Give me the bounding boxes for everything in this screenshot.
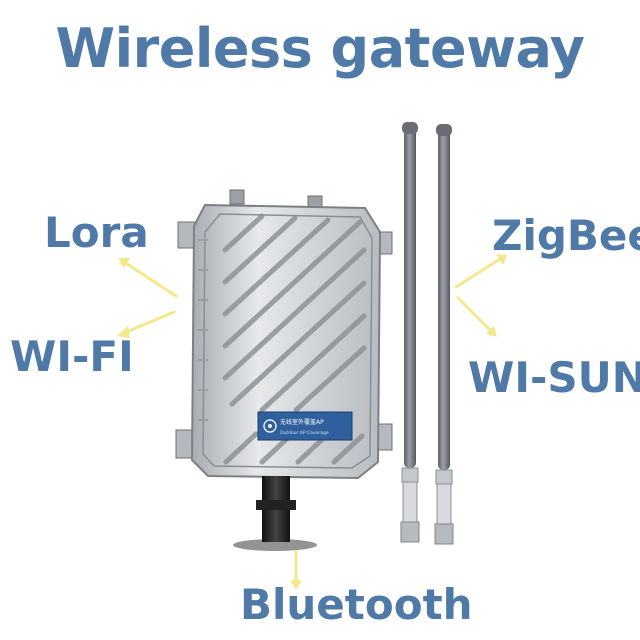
page-title: Wireless gateway bbox=[55, 17, 585, 80]
cable-gland bbox=[233, 476, 317, 551]
label-wisun: WI-SUN bbox=[468, 353, 640, 402]
plate-title: 无线室外覆盖AP bbox=[280, 418, 324, 426]
arrow-to-lora bbox=[118, 258, 178, 298]
label-zigbee: ZigBee bbox=[492, 211, 640, 260]
arrow-to-wifi bbox=[117, 310, 176, 338]
plate-subtitle: Outdoor AP Coverage bbox=[280, 430, 329, 436]
device-nameplate: 无线室外覆盖AP Outdoor AP Coverage bbox=[257, 411, 353, 441]
antenna-left bbox=[400, 122, 420, 543]
arrow-to-zigbee bbox=[454, 254, 507, 289]
antenna-right bbox=[434, 124, 454, 545]
wifi-signal-icon bbox=[263, 419, 277, 433]
arrow-to-bluetooth bbox=[290, 550, 302, 590]
label-wifi: WI-FI bbox=[10, 332, 134, 381]
arrow-to-wisun bbox=[456, 296, 497, 337]
gateway-enclosure: 无线室外覆盖AP Outdoor AP Coverage bbox=[190, 203, 382, 480]
label-lora: Lora bbox=[44, 208, 149, 257]
cooling-fins bbox=[222, 213, 367, 465]
label-bluetooth: Bluetooth bbox=[240, 580, 473, 629]
